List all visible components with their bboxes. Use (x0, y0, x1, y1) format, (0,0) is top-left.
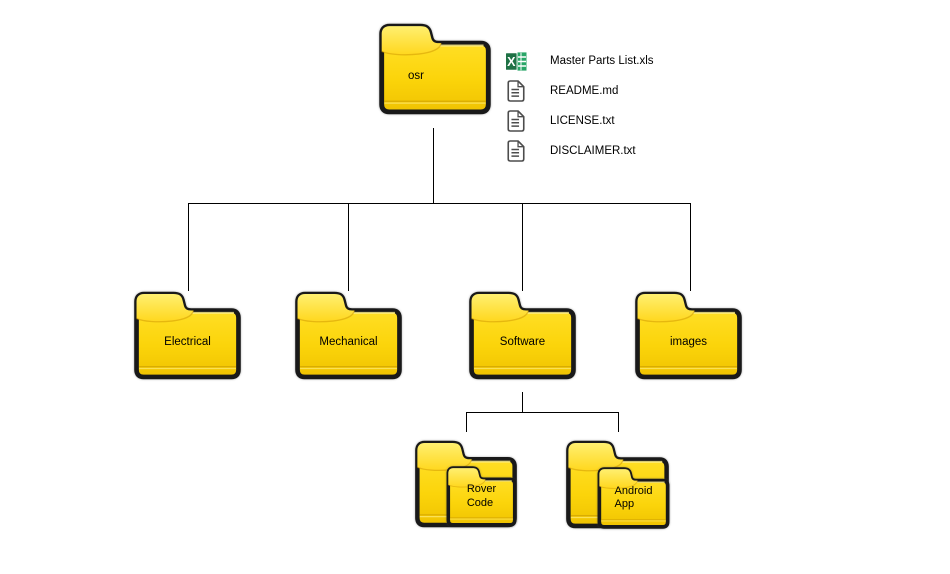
folder-label: osr (408, 70, 424, 83)
folder-mechanical[interactable]: Mechanical (294, 291, 403, 380)
connector-drop-images (690, 203, 691, 291)
connector-rail-level2 (466, 412, 618, 413)
file-name: README.md (550, 85, 619, 97)
document-icon (506, 110, 550, 132)
folder-icon (635, 291, 742, 380)
folder-software[interactable]: Software (468, 291, 577, 380)
connector-drop-mechanical (348, 203, 349, 291)
svg-text:X: X (507, 55, 516, 69)
nested-folder-icon: Rover Code (446, 466, 517, 527)
folder-icon (469, 291, 576, 380)
connector-rail-level1 (188, 203, 690, 204)
file-master-parts-list[interactable]: X Master Parts List.xls (506, 49, 654, 73)
file-name: DISCLAIMER.txt (550, 145, 636, 157)
connector-drop-rover-code (466, 412, 467, 432)
file-readme[interactable]: README.md (506, 79, 618, 103)
folder-rover-code[interactable]: Rover Code (414, 440, 518, 528)
file-name: LICENSE.txt (550, 115, 615, 127)
folder-electrical[interactable]: Electrical (133, 291, 242, 380)
folder-label: images (669, 335, 708, 348)
connector-drop-electrical (188, 203, 189, 291)
folder-icon (295, 291, 402, 380)
folder-icon (134, 291, 241, 380)
folder-label: Electrical (164, 335, 211, 348)
document-icon (506, 80, 550, 102)
connector-software-stub (522, 392, 523, 412)
connector-drop-software (522, 203, 523, 291)
folder-label: Mechanical (319, 335, 378, 348)
folder-label: Rover Code (466, 483, 497, 509)
folder-label: Software (499, 335, 546, 348)
connector-osr-stub (433, 128, 434, 203)
folder-label: Android App (614, 484, 653, 511)
file-name: Master Parts List.xls (550, 55, 654, 67)
file-disclaimer[interactable]: DISCLAIMER.txt (506, 139, 636, 163)
folder-images[interactable]: images (634, 291, 743, 380)
folder-osr[interactable]: osr (378, 23, 492, 115)
folder-icon (379, 23, 491, 115)
nested-folder-icon: Android App (597, 467, 670, 529)
file-license[interactable]: LICENSE.txt (506, 109, 615, 133)
connector-drop-android-app (618, 412, 619, 432)
folder-android-app[interactable]: Android App (565, 440, 670, 529)
document-icon (506, 140, 550, 162)
excel-file-icon: X (506, 51, 550, 71)
